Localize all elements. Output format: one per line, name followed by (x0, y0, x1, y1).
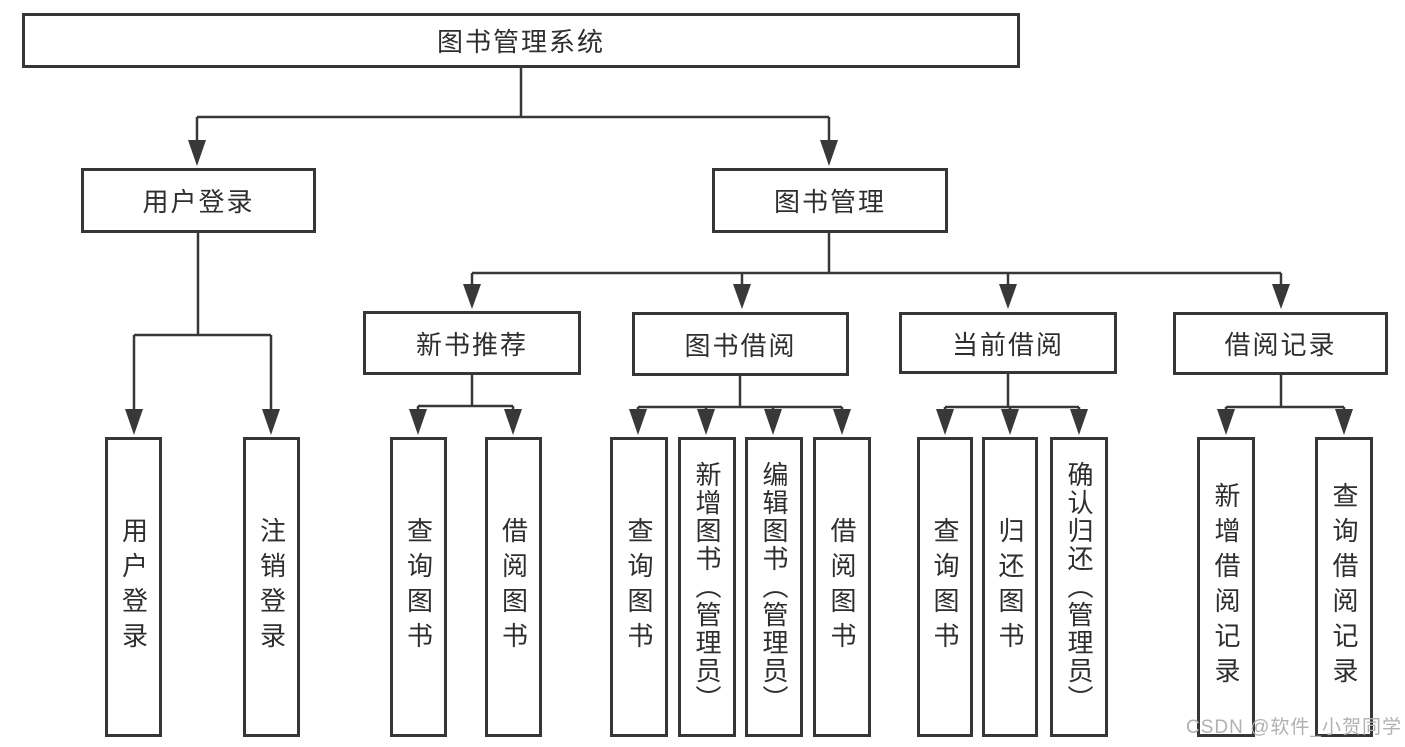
node-book-borrow: 图书借阅 (632, 312, 849, 376)
node-current-borrow: 当前借阅 (899, 312, 1117, 374)
node-borrow-records: 借阅记录 (1173, 312, 1388, 375)
leaf-bb-edit-books-admin: 编辑图书（管理员） (745, 437, 803, 737)
leaf-user-login: 用户登录 (105, 437, 162, 737)
node-book-management: 图书管理 (712, 168, 948, 233)
leaf-bb-borrow-books: 借阅图书 (813, 437, 871, 737)
leaf-bb-query-books: 查询图书 (610, 437, 668, 737)
watermark: CSDN @软件_小贺同学 (1186, 717, 1402, 738)
arrowheads (125, 140, 1353, 435)
leaf-br-query-record: 查询借阅记录 (1315, 437, 1373, 737)
leaf-nb-query-books: 查询图书 (390, 437, 447, 737)
leaf-br-add-record: 新增借阅记录 (1197, 437, 1255, 737)
leaf-cb-return-books: 归还图书 (982, 437, 1038, 737)
leaf-cb-confirm-return-admin: 确认归还（管理员） (1050, 437, 1108, 737)
node-user-login: 用户登录 (81, 168, 316, 233)
node-library-system: 图书管理系统 (22, 13, 1020, 68)
node-new-book-recommend: 新书推荐 (363, 311, 581, 375)
leaf-nb-borrow-books: 借阅图书 (485, 437, 542, 737)
leaf-logout: 注销登录 (243, 437, 300, 737)
leaf-cb-query-books: 查询图书 (917, 437, 973, 737)
leaf-bb-add-books-admin: 新增图书（管理员） (678, 437, 736, 737)
